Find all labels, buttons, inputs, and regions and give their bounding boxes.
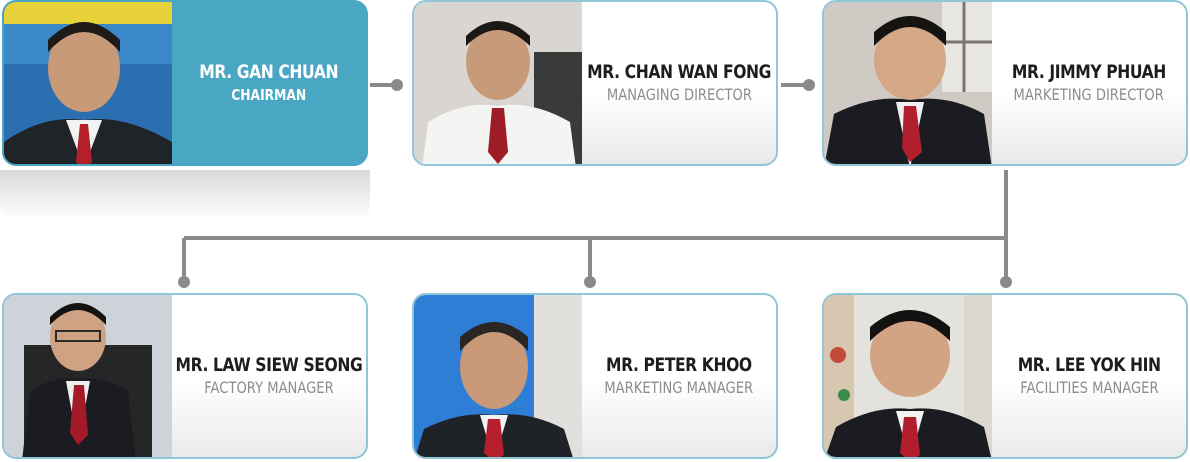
person-name: MR. LAW SIEW SEONG (175, 354, 363, 376)
portrait-photo (414, 2, 582, 164)
person-name: MR. PETER KHOO (606, 354, 752, 376)
person-name: MR. CHAN WAN FONG (587, 61, 771, 83)
card-reflection (0, 170, 370, 220)
portrait-photo (824, 295, 992, 457)
connector-dot (178, 276, 190, 288)
connector-dot (803, 79, 815, 91)
person-name: MR. GAN CHUAN (199, 61, 339, 83)
org-card-managing-director: MR. CHAN WAN FONG MANAGING DIRECTOR (412, 0, 778, 166)
connector-dot (391, 79, 403, 91)
portrait-photo (4, 295, 172, 457)
person-role: FACILITIES MANAGER (1019, 378, 1159, 397)
person-role: MANAGING DIRECTOR (606, 85, 752, 104)
person-role: MARKETING MANAGER (604, 378, 754, 397)
person-role: FACTORY MANAGER (204, 378, 334, 397)
portrait-photo (4, 2, 172, 164)
person-role: CHAIRMAN (231, 86, 307, 104)
person-role: MARKETING DIRECTOR (1013, 85, 1165, 104)
org-card-marketing-manager: MR. PETER KHOO MARKETING MANAGER (412, 293, 778, 459)
person-name: MR. LEE YOK HIN (1017, 354, 1161, 376)
connector-dot (584, 276, 596, 288)
portrait-photo (824, 2, 992, 164)
org-card-marketing-director: MR. JIMMY PHUAH MARKETING DIRECTOR (822, 0, 1188, 166)
connector-dot (1000, 276, 1012, 288)
org-card-factory-manager: MR. LAW SIEW SEONG FACTORY MANAGER (2, 293, 368, 459)
org-card-chairman: MR. GAN CHUAN CHAIRMAN (2, 0, 368, 166)
person-name: MR. JIMMY PHUAH (1011, 61, 1167, 83)
portrait-photo (414, 295, 582, 457)
org-card-facilities-manager: MR. LEE YOK HIN FACILITIES MANAGER (822, 293, 1188, 459)
